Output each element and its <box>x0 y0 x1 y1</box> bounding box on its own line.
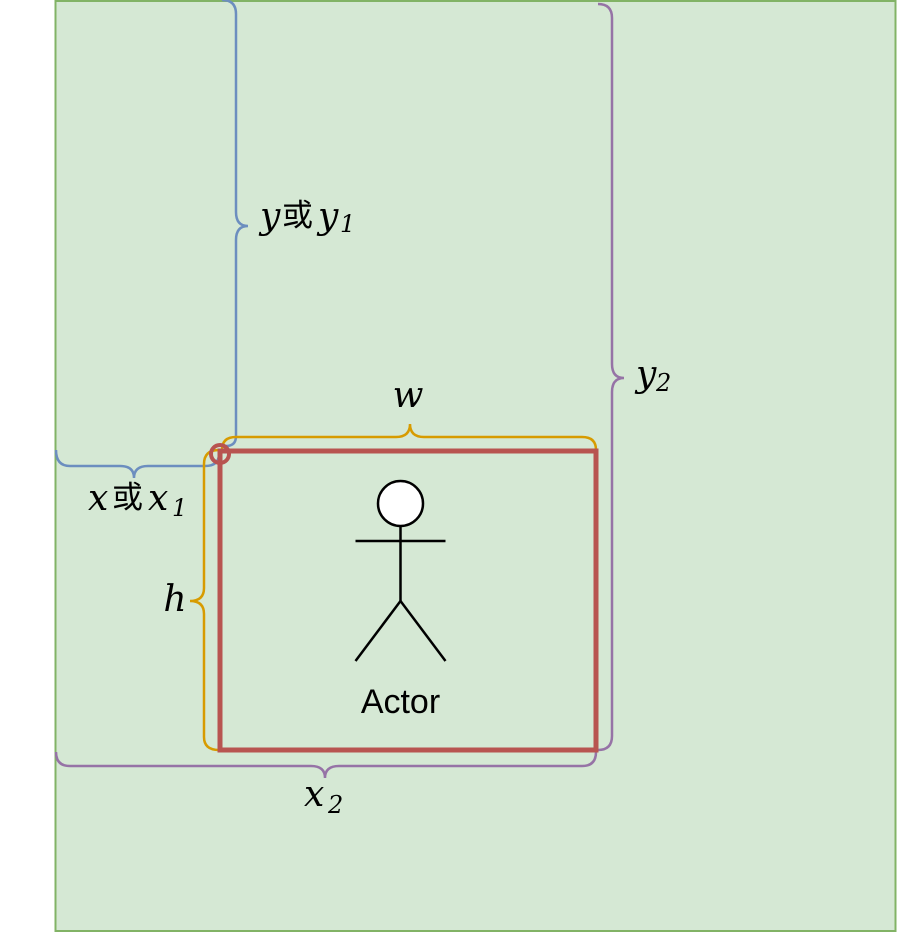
actor-right-leg <box>399 600 447 662</box>
actor-head <box>376 479 425 528</box>
actor-left-leg <box>354 600 402 662</box>
x2-brace <box>54 751 598 779</box>
label-x-or-x1: x 或 x 1 <box>88 478 187 522</box>
label-y2: y 2 <box>634 354 671 397</box>
h-brace <box>189 448 220 752</box>
label-x2: x 2 <box>304 774 343 819</box>
actor-figure[interactable] <box>354 479 447 662</box>
svg-text:x: x <box>304 774 324 815</box>
label-y-or-y1: y 或 y 1 <box>258 196 355 238</box>
svg-text:1: 1 <box>172 494 187 522</box>
svg-text:x: x <box>88 478 108 519</box>
svg-text:y: y <box>634 354 657 395</box>
svg-text:2: 2 <box>655 369 671 397</box>
svg-text:2: 2 <box>327 791 343 819</box>
y1-brace <box>221 0 249 448</box>
svg-text:x: x <box>148 478 168 519</box>
actor-label: Actor <box>361 683 440 721</box>
svg-text:y: y <box>316 196 339 237</box>
label-h: h <box>163 579 186 620</box>
corner-point-marker <box>209 443 231 465</box>
w-brace <box>220 423 598 451</box>
actor-bounding-box[interactable] <box>217 448 599 753</box>
svg-text:或: 或 <box>112 480 143 516</box>
svg-text:或: 或 <box>282 198 313 234</box>
svg-text:y: y <box>258 196 281 237</box>
y2-brace <box>597 2 625 752</box>
x1-brace <box>54 449 221 479</box>
label-w: w <box>393 375 424 416</box>
svg-text:1: 1 <box>340 210 355 238</box>
